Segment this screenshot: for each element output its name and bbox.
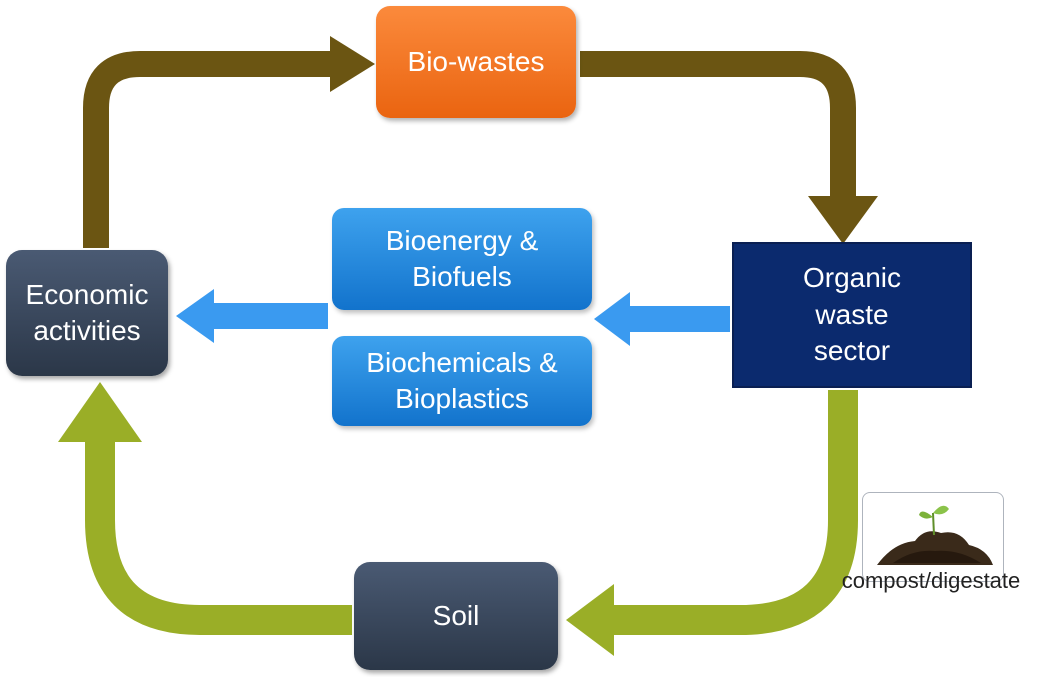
arrow-biowastes-to-organic — [580, 51, 878, 244]
bioenergy-line-1: Bioenergy & — [385, 224, 539, 256]
bio-wastes-box: Bio-wastes — [376, 6, 576, 118]
soil-box: Soil — [354, 562, 558, 670]
bio-wastes-label: Bio-wastes — [407, 45, 545, 77]
arrow-organic-to-soil — [566, 390, 858, 656]
biochemicals-bioplastics-box: Biochemicals & Bioplastics — [332, 336, 592, 426]
organic-waste-sector-line-3: sector — [813, 335, 891, 367]
economic-activities-box: Economic activities — [6, 250, 168, 376]
economic-activities-line-1: Economic — [25, 278, 149, 310]
biochemicals-line-2: Bioplastics — [395, 383, 529, 414]
organic-waste-sector-line-1: Organic — [802, 262, 902, 294]
organic-waste-sector-box: Organic waste sector — [732, 242, 972, 388]
biochemicals-line-1: Biochemicals & — [366, 346, 558, 378]
compost-caption: compost/digestate — [841, 568, 1021, 593]
arrow-organic-to-products — [594, 292, 730, 346]
soil-mound-icon — [877, 505, 993, 565]
economic-activities-line-2: activities — [33, 315, 141, 346]
compost-image — [862, 492, 1004, 582]
soil-label: Soil — [432, 599, 480, 631]
bioenergy-line-2: Biofuels — [412, 261, 512, 292]
arrow-soil-to-economic — [58, 382, 352, 635]
arrow-economic-to-biowastes — [83, 36, 375, 248]
organic-waste-sector-line-2: waste — [815, 298, 889, 330]
arrow-products-to-economic — [176, 289, 328, 343]
bioenergy-biofuels-box: Bioenergy & Biofuels — [332, 208, 592, 310]
